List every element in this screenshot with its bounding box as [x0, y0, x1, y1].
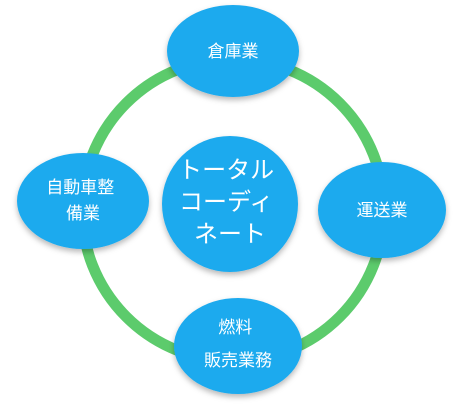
svg-text:トータル コーディ ネート: トータル コーディ ネート	[178, 156, 282, 248]
center-label-line-2: コーディ	[179, 188, 273, 216]
node-bottom-ellipse	[174, 298, 302, 394]
center-node: トータル コーディ ネート	[162, 136, 298, 272]
svg-text:燃料 販売業務: 燃料 販売業務	[204, 318, 272, 371]
node-right-ellipse	[318, 162, 446, 258]
node-right-label: 運送業	[357, 201, 408, 221]
node-top: 倉庫業	[167, 5, 299, 97]
center-node-circle	[162, 136, 298, 272]
node-top-ellipse	[167, 5, 299, 97]
node-left-ellipse	[17, 153, 149, 249]
center-label-line-1: トータル	[178, 156, 274, 184]
svg-text:倉庫業: 倉庫業	[208, 42, 259, 62]
node-bottom-label-line-2: 販売業務	[204, 351, 272, 371]
node-bottom-label-line-1: 燃料	[218, 318, 252, 338]
center-label-line-3: ネート	[194, 220, 266, 248]
node-left-label-line-2: 備業	[66, 204, 100, 224]
node-top-label: 倉庫業	[208, 42, 259, 62]
node-right: 運送業	[318, 162, 446, 258]
node-left: 自動車整 備業	[17, 153, 149, 249]
svg-text:自動車整 備業: 自動車整 備業	[46, 178, 119, 224]
node-left-label-line-1: 自動車整	[46, 178, 114, 198]
svg-text:運送業: 運送業	[357, 201, 408, 221]
node-bottom: 燃料 販売業務	[174, 298, 302, 394]
